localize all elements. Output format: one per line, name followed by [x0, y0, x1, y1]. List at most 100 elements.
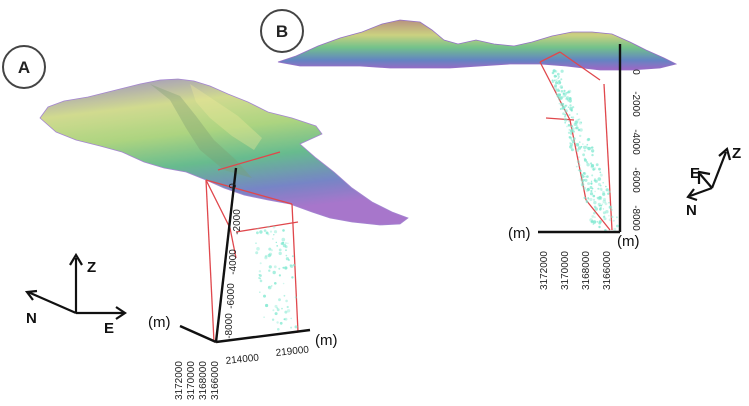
panel-a-compass — [24, 252, 127, 320]
seismic-event-point — [292, 263, 296, 267]
seismic-event-point — [596, 196, 599, 200]
panel-b-seismicity — [551, 69, 619, 232]
panel-b-compass-e: E — [690, 165, 700, 182]
seismic-event-point — [577, 143, 579, 146]
seismic-event-point — [270, 249, 273, 252]
panel-b: B 0 -2000 -4000 -6000 -8000 (m) (m) — [260, 9, 741, 290]
seismic-event-point — [265, 231, 269, 235]
seismic-event-point — [568, 97, 572, 100]
seismic-event-point — [602, 192, 606, 196]
panel-b-compass — [686, 147, 732, 202]
seismic-event-point — [284, 266, 288, 270]
seismic-event-point — [268, 247, 272, 251]
seismic-event-point — [276, 307, 279, 309]
seismic-event-point — [563, 89, 566, 92]
seismic-event-point — [267, 233, 270, 236]
seismic-event-point — [570, 116, 573, 119]
seismic-event-point — [272, 309, 275, 312]
seismic-event-point — [608, 205, 612, 209]
seismic-event-point — [581, 173, 583, 176]
seismic-event-point — [290, 264, 294, 268]
seismic-event-point — [601, 203, 603, 205]
seismic-event-point — [562, 92, 565, 96]
seismic-event-point — [553, 86, 557, 90]
seismic-event-point — [291, 255, 294, 258]
seismic-event-point — [285, 257, 289, 261]
seismic-event-point — [593, 179, 596, 182]
seismic-event-point — [599, 220, 602, 223]
panel-a-easting-axis — [215, 328, 311, 344]
seismic-event-point — [598, 225, 601, 229]
seismic-event-point — [569, 107, 573, 111]
seismic-event-point — [568, 120, 570, 123]
seismic-event-point — [597, 187, 600, 190]
seismic-event-point — [587, 137, 591, 141]
seismic-event-point — [255, 251, 259, 255]
seismic-event-point — [594, 190, 596, 193]
seismic-event-point — [259, 262, 262, 265]
seismic-event-point — [274, 304, 278, 308]
seismic-event-point — [272, 225, 276, 229]
seismic-event-point — [564, 95, 566, 98]
panel-a-depth-tick-3: -6000 — [226, 283, 237, 309]
seismic-event-point — [587, 197, 590, 200]
seismic-event-point — [592, 168, 595, 171]
seismic-event-point — [273, 234, 275, 236]
panel-a-easting-unit: (m) — [315, 332, 338, 349]
seismic-event-point — [556, 72, 560, 76]
seismic-event-point — [557, 75, 561, 78]
seismic-event-point — [593, 211, 596, 215]
seismic-event-point — [571, 116, 575, 119]
seismic-event-point — [259, 279, 263, 283]
panel-a-northing-tick-3: 3166000 — [210, 361, 221, 400]
seismic-event-point — [263, 316, 265, 319]
seismic-event-point — [587, 182, 591, 186]
seismic-event-point — [578, 141, 581, 144]
seismic-event-point — [291, 276, 294, 279]
seismic-event-point — [591, 153, 594, 157]
seismic-event-point — [602, 216, 605, 218]
seismic-event-point — [285, 299, 288, 303]
seismic-event-point — [590, 180, 593, 182]
seismic-event-point — [580, 145, 583, 148]
panel-b-depth-tick-0: 0 — [630, 69, 641, 75]
panel-a-depth-tick-0: 0 — [228, 183, 239, 189]
seismic-event-point — [616, 216, 618, 219]
panel-a-easting-tick-0: 214000 — [225, 353, 260, 367]
seismic-event-point — [602, 208, 605, 210]
seismic-event-point — [594, 207, 598, 211]
seismic-event-point — [569, 101, 572, 103]
seismic-event-point — [568, 128, 571, 131]
seismic-event-point — [555, 81, 558, 85]
seismic-event-point — [608, 190, 611, 193]
seismic-event-point — [576, 113, 579, 115]
seismic-event-point — [567, 131, 571, 134]
seismic-event-point — [578, 156, 580, 159]
seismic-event-point — [590, 182, 593, 185]
seismic-event-point — [278, 274, 281, 277]
seismic-event-point — [566, 92, 569, 94]
panel-a-terrain-surface — [39, 78, 409, 226]
seismic-event-point — [590, 189, 593, 193]
seismic-event-point — [561, 106, 565, 110]
seismic-event-point — [272, 238, 274, 240]
panel-a-easting-ticks: 214000 219000 — [225, 345, 310, 367]
seismic-event-point — [278, 248, 282, 252]
seismic-event-point — [605, 185, 607, 188]
seismic-event-point — [582, 143, 584, 145]
seismic-event-point — [567, 124, 571, 127]
seismic-event-point — [594, 216, 596, 219]
seismic-event-point — [589, 192, 594, 196]
seismic-event-point — [604, 202, 608, 206]
seismic-event-point — [552, 69, 556, 73]
panel-b-depth-tick-1: -2000 — [630, 91, 641, 117]
seismic-event-point — [583, 172, 587, 176]
seismic-event-point — [603, 197, 606, 201]
panel-b-compass-z: Z — [732, 145, 741, 162]
seismic-event-point — [563, 115, 567, 118]
seismic-event-point — [564, 121, 567, 124]
seismic-event-point — [263, 294, 266, 298]
panel-a-ridge-shading-2 — [190, 84, 262, 150]
panel-b-badge — [260, 9, 304, 53]
